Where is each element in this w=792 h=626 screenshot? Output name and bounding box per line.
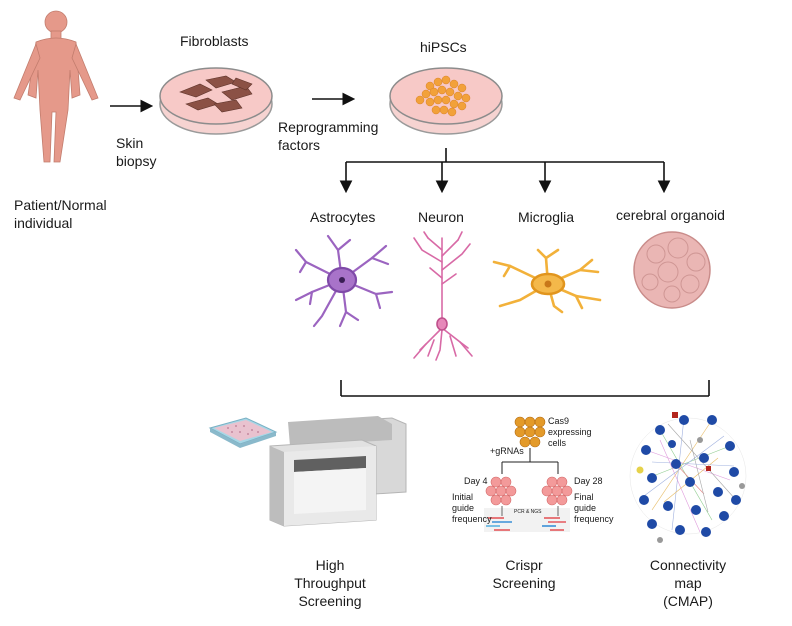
crispr-schematic-icon: [484, 416, 573, 532]
cmap-label: Connectivity map (CMAP): [649, 557, 727, 609]
reprogramming-label: Reprogramming factors: [278, 119, 379, 153]
astrocyte-icon: [294, 234, 394, 328]
pcr-ngs-label: PCR & NGS: [514, 509, 542, 515]
cmap-network-icon: [629, 412, 747, 543]
cerebral-organoid-label: cerebral organoid: [616, 207, 725, 223]
hts-label: High Throughput Screening: [294, 557, 366, 609]
branch-connector: [339, 148, 671, 194]
human-figure-icon: [13, 10, 99, 163]
hipsc-dish-icon: [389, 67, 503, 135]
hts-machine-icon: [208, 416, 407, 527]
convergence-bracket: [340, 380, 710, 397]
skin-biopsy-label: Skin biopsy: [116, 135, 157, 169]
grnas-label: +gRNAs: [490, 446, 524, 456]
microglia-label: Microglia: [518, 209, 575, 225]
final-guide-label: Final guide frequency: [574, 492, 614, 524]
neuron-icon: [413, 231, 473, 361]
neuron-label: Neuron: [418, 209, 464, 225]
hipsc-label: hiPSCs: [420, 39, 467, 55]
astrocytes-label: Astrocytes: [310, 209, 376, 225]
patient-label: Patient/Normal individual: [14, 197, 107, 231]
day28-label: Day 28: [574, 476, 603, 486]
initial-guide-label: Initial guide frequency: [452, 492, 492, 524]
fibroblast-dish-icon: [159, 67, 273, 135]
cerebral-organoid-icon: [633, 231, 711, 309]
fibroblasts-label: Fibroblasts: [180, 33, 249, 49]
day4-label: Day 4: [464, 476, 488, 486]
microglia-icon: [492, 248, 602, 314]
cas9-label: Cas9 expressing cells: [548, 416, 592, 448]
crispr-label: Crispr Screening: [492, 557, 556, 591]
